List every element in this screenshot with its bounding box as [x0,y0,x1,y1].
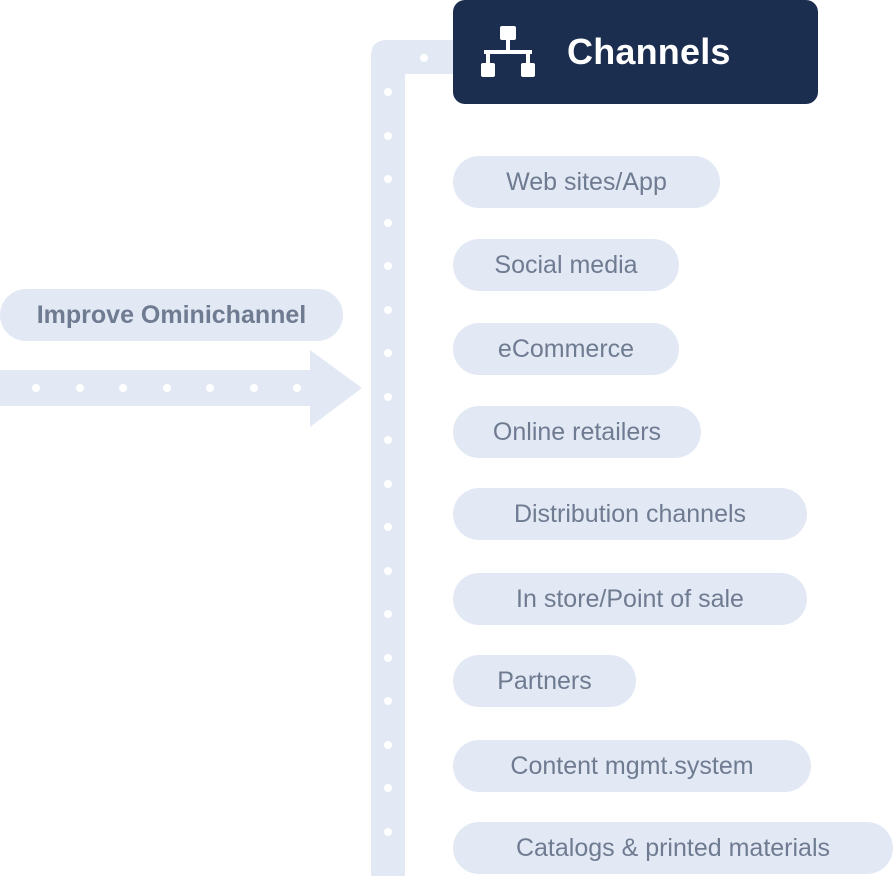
arrow-dot [32,384,40,392]
improve-omnichannel-pill: Improve Ominichannel [0,289,343,341]
channel-pill-web-sites: Web sites/App [453,156,720,208]
connector-dot [384,567,392,575]
connector-dot [384,610,392,618]
connector-dot [384,219,392,227]
connector-dot [384,262,392,270]
arrow-dot [250,384,258,392]
channel-pill-catalogs: Catalogs & printed materials [453,822,893,874]
connector-dot [384,784,392,792]
channel-pill-online-retailers: Online retailers [453,406,701,458]
connector-dot [384,654,392,662]
arrow-dot [293,384,301,392]
connector-dot [384,393,392,401]
connector-dot [384,480,392,488]
arrow-dot [206,384,214,392]
arrow-dot [76,384,84,392]
network-icon [481,26,535,77]
arrow-dot [119,384,127,392]
connector-dot [384,349,392,357]
channel-pill-social-media: Social media [453,239,679,291]
connector-dot [384,436,392,444]
connector-dot [384,741,392,749]
connector-dot [384,523,392,531]
channel-pill-distribution-channels: Distribution channels [453,488,807,540]
vertical-connector-bar [371,40,460,876]
channel-pill-content-mgmt: Content mgmt.system [453,740,811,792]
connector-dot [420,54,428,62]
connector-dot [384,828,392,836]
connector-dot [384,88,392,96]
header-title: Channels [567,31,731,72]
channels-header: Channels [453,0,818,104]
connector-dot [384,175,392,183]
connector-dot [384,306,392,314]
channel-pill-partners: Partners [453,655,636,707]
horizontal-arrow [0,350,362,427]
channel-pill-ecommerce: eCommerce [453,323,679,375]
connector-dot [384,697,392,705]
channel-pill-in-store: In store/Point of sale [453,573,807,625]
arrow-dot [163,384,171,392]
connector-dot [384,132,392,140]
